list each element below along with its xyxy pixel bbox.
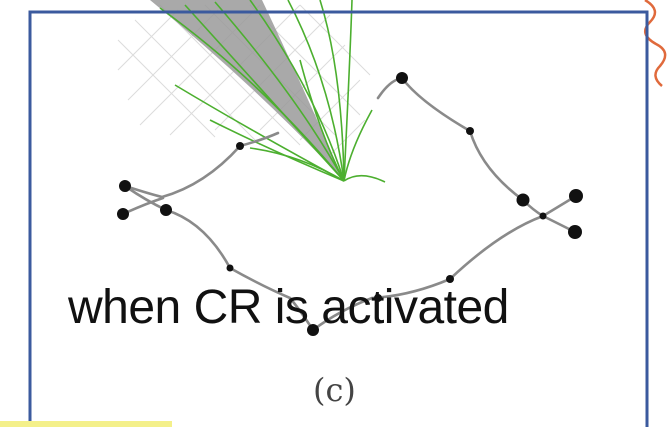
node <box>568 225 582 239</box>
subfigure-label: (c) <box>313 371 356 409</box>
highlight-strip <box>0 421 172 427</box>
node <box>160 204 172 216</box>
green-trajectory-fan <box>159 0 386 183</box>
node <box>236 142 244 150</box>
figure-caption: when CR is activated <box>68 281 509 334</box>
node <box>446 275 454 283</box>
node <box>226 264 234 272</box>
orange-wave-accent <box>643 0 667 87</box>
node <box>119 180 131 192</box>
gray-cone <box>150 0 344 181</box>
node <box>516 193 530 207</box>
node <box>374 294 382 302</box>
node <box>466 127 474 135</box>
node-dots <box>117 72 583 336</box>
node <box>569 189 583 203</box>
node <box>117 208 129 220</box>
node <box>396 72 408 84</box>
node <box>307 324 319 336</box>
node <box>539 212 547 220</box>
frame-border <box>28 10 649 427</box>
